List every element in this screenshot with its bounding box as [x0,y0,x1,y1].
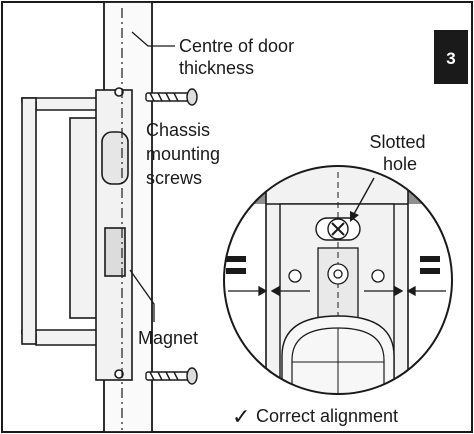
step-badge: 3 [434,30,468,84]
centre-label: Centre of door thickness [179,36,299,78]
leader-lines [129,31,175,322]
magnet-label: Magnet [138,328,198,348]
slotted-hole-arrow [350,177,375,222]
zoom-circle [223,165,453,395]
bottom-screw [145,367,198,385]
slotted-hole-label: Slotted hole [369,132,430,174]
screws-label: Chassis mounting screws [146,120,225,188]
alignment-label: Correct alignment [256,406,398,426]
lock-chassis [21,87,133,381]
top-screw [145,88,198,106]
check-mark-icon: ✓ [232,404,250,429]
left-equal-symbol [226,256,246,274]
right-equal-symbol [420,256,440,274]
magnified-detail [224,166,452,394]
gap-arrows [228,285,446,297]
step-number: 3 [446,49,455,68]
